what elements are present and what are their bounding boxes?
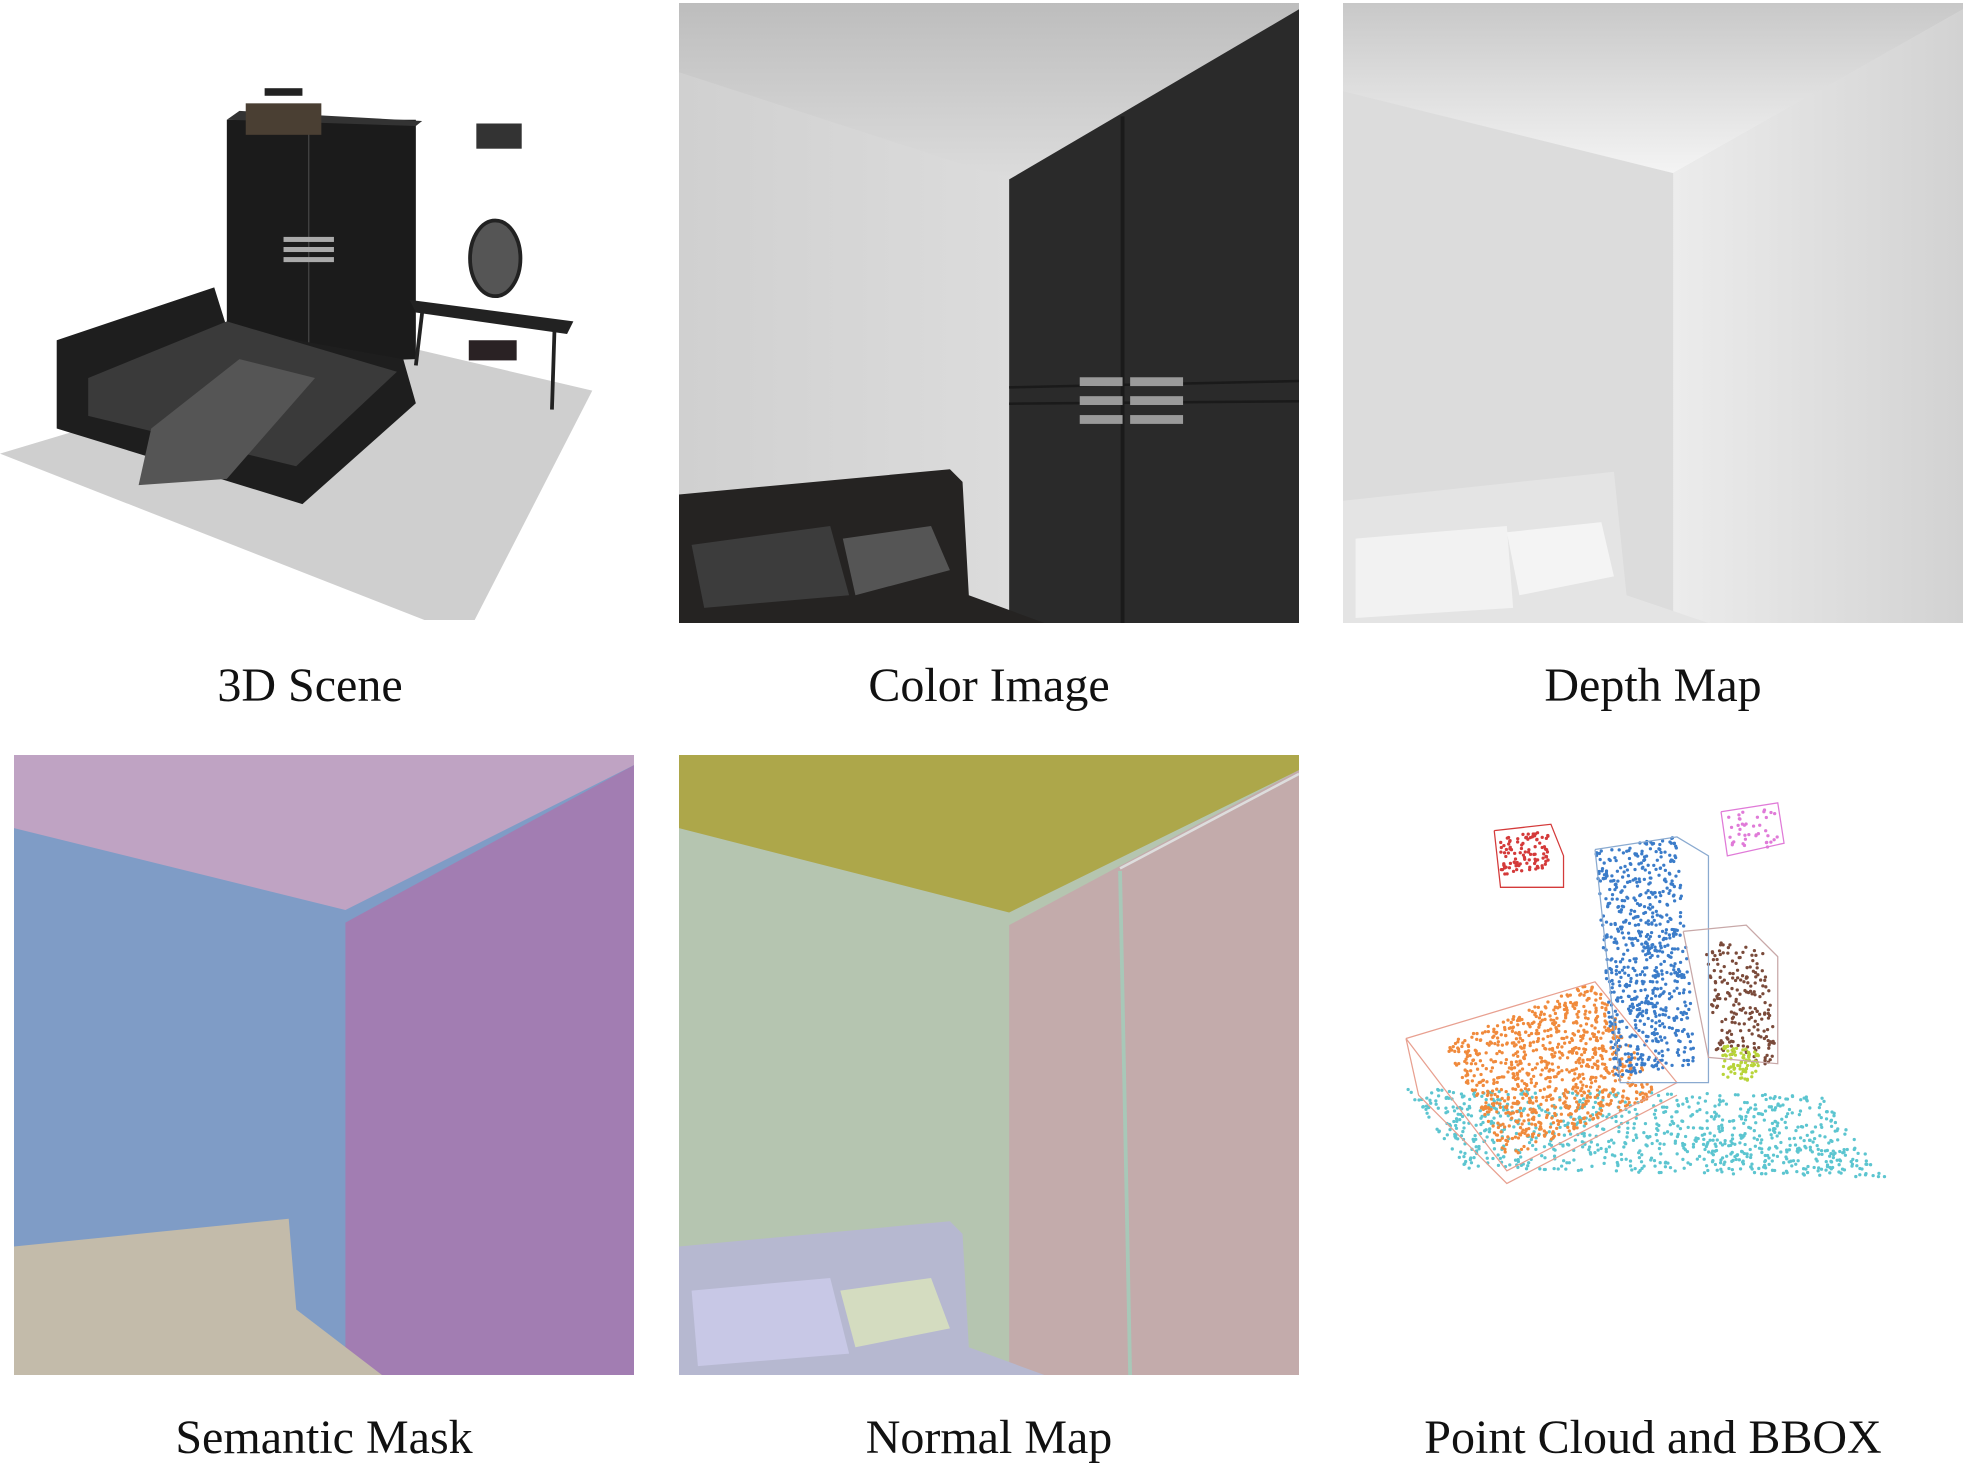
stool-points bbox=[1721, 1044, 1760, 1082]
caption-color-image: Color Image bbox=[868, 659, 1110, 712]
panel-semantic-mask bbox=[14, 755, 634, 1375]
normal-map-image bbox=[679, 755, 1299, 1375]
point-cloud-image bbox=[1405, 802, 1887, 1185]
bed-points bbox=[1447, 985, 1654, 1155]
color-image bbox=[679, 3, 1299, 623]
lamp2-points bbox=[1727, 808, 1779, 849]
wardrobe-bbox bbox=[1594, 836, 1710, 1084]
caption-depth-map: Depth Map bbox=[1544, 659, 1762, 712]
lamp1-points bbox=[1499, 831, 1550, 876]
panel-depth-map bbox=[1343, 3, 1963, 623]
caption-semantic-mask: Semantic Mask bbox=[175, 1411, 473, 1464]
panel-3d-scene bbox=[0, 0, 620, 620]
3d-scene-image bbox=[0, 88, 593, 620]
depth-map-image bbox=[1343, 3, 1963, 623]
caption-point-cloud: Point Cloud and BBOX bbox=[1424, 1411, 1882, 1464]
semantic-mask-image bbox=[14, 755, 634, 1375]
caption-normal-map: Normal Map bbox=[865, 1411, 1113, 1464]
panel-point-cloud bbox=[1343, 755, 1963, 1375]
caption-3d-scene: 3D Scene bbox=[217, 659, 403, 712]
lamp2-bbox bbox=[1720, 802, 1785, 857]
desk-bbox bbox=[1682, 924, 1779, 1065]
desk-points bbox=[1705, 941, 1776, 1066]
panel-color-image bbox=[679, 3, 1299, 623]
wardrobe-points bbox=[1594, 836, 1695, 1077]
lamp1-bbox bbox=[1493, 823, 1565, 888]
bed-bbox bbox=[1405, 981, 1678, 1185]
panel-normal-map bbox=[679, 755, 1299, 1375]
